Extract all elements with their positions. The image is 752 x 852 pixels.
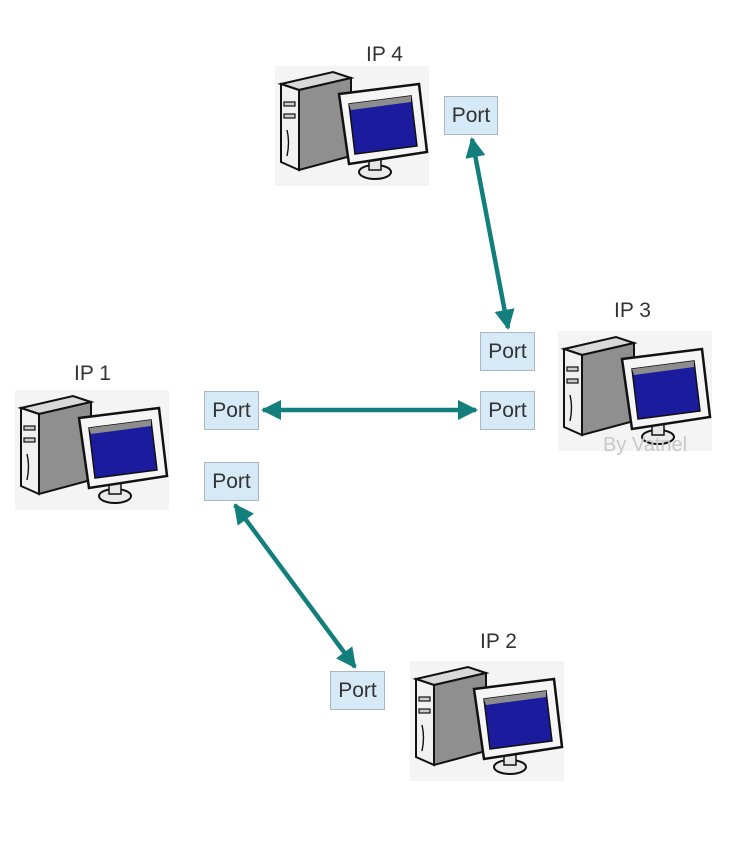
ip1-port-1[interactable]: Port — [204, 391, 259, 430]
ip3-port-1[interactable]: Port — [480, 332, 535, 371]
link-ip1-ip2-arrow — [233, 503, 357, 669]
ip1-port-2[interactable]: Port — [204, 462, 259, 501]
watermark: By Vatnel — [603, 434, 688, 456]
ip3-label: IP 3 — [614, 299, 651, 322]
ip2-port[interactable]: Port — [330, 671, 385, 710]
link-ip3-ip4-arrow — [465, 137, 515, 330]
ip1-label: IP 1 — [74, 362, 111, 385]
ip2-label: IP 2 — [480, 630, 517, 653]
ip3-port-2[interactable]: Port — [480, 391, 535, 430]
ip4-port[interactable]: Port — [444, 96, 498, 135]
ip4-label: IP 4 — [366, 43, 403, 66]
